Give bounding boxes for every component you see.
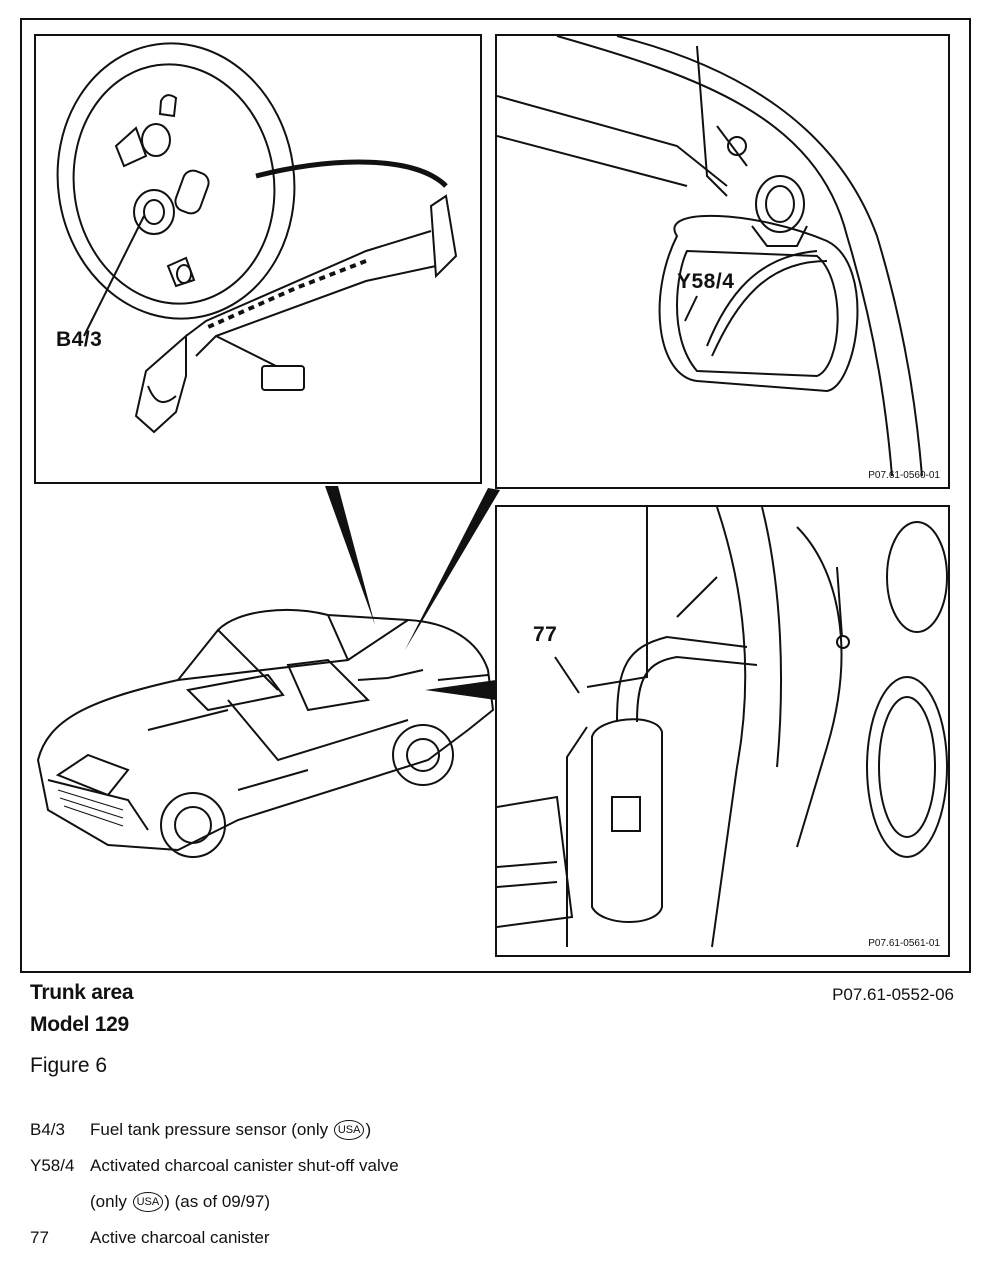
figure-title-line2: Model 129 — [30, 1013, 129, 1036]
legend-row: Y58/4 Activated charcoal canister shut-o… — [30, 1156, 750, 1192]
legend-text: Active charcoal canister — [90, 1228, 270, 1247]
legend-row: (only USA) (as of 09/97) — [30, 1192, 750, 1228]
usa-badge: USA — [333, 1120, 365, 1140]
legend-code: B4/3 — [30, 1120, 65, 1139]
valve-panel-code: P07.61-0560-01 — [868, 470, 940, 481]
figure-title-line1: Trunk area — [30, 981, 134, 1004]
legend-text-part: ) (as of 09/97) — [164, 1192, 271, 1211]
valve-callout: Y58/4 — [677, 270, 735, 293]
legend-row: B4/3 Fuel tank pressure sensor (only USA… — [30, 1120, 750, 1156]
car-illustration — [28, 560, 498, 880]
sensor-detail-panel: B4/3 — [34, 34, 482, 484]
fuel-sender-illustration — [56, 42, 458, 434]
canister-detail-panel: 77 P07.61-0561-01 — [495, 505, 950, 957]
canister-callout: 77 — [533, 623, 558, 646]
figure-label: Figure 6 — [30, 1054, 108, 1077]
figure-reference-code: P07.61-0552-06 — [832, 985, 954, 1004]
legend-text-part: (only — [90, 1192, 132, 1211]
usa-badge: USA — [132, 1192, 164, 1212]
legend-text: Activated charcoal canister shut-off val… — [90, 1156, 399, 1175]
sensor-callout: B4/3 — [56, 328, 103, 351]
canister-panel-code: P07.61-0561-01 — [868, 938, 940, 949]
legend-row: 77 Active charcoal canister — [30, 1228, 750, 1264]
legend-text-part: ) — [365, 1120, 372, 1139]
valve-illustration — [497, 36, 923, 477]
pointer-wedges — [325, 486, 500, 700]
canister-illustration — [497, 507, 948, 948]
figure-frame — [20, 18, 971, 973]
legend-code: 77 — [30, 1228, 49, 1247]
legend-text-part: Fuel tank pressure sensor (only — [90, 1120, 333, 1139]
legend-text: (only USA) (as of 09/97) — [90, 1192, 270, 1212]
legend: B4/3 Fuel tank pressure sensor (only USA… — [30, 1120, 750, 1264]
legend-code: Y58/4 — [30, 1156, 75, 1175]
valve-detail-panel: Y58/4 P07.61-0560-01 — [495, 34, 950, 489]
legend-text: Fuel tank pressure sensor (only USA) — [90, 1120, 371, 1140]
